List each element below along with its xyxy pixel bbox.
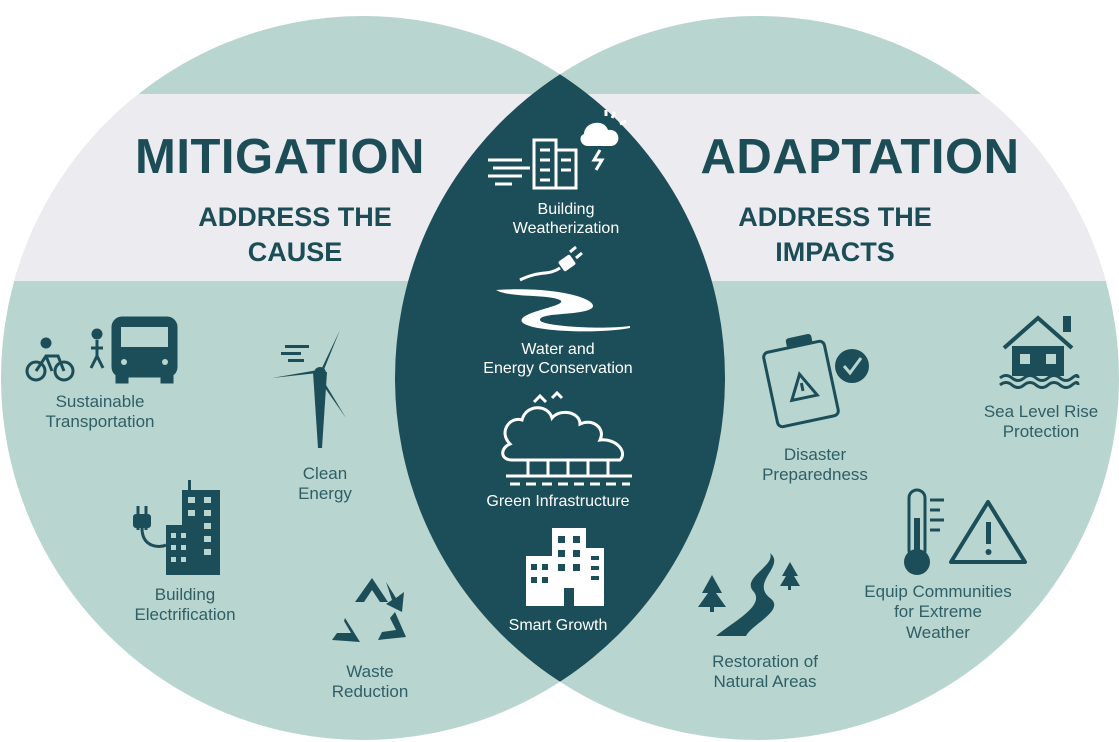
- label-line: Sea Level Rise: [983, 402, 1099, 421]
- river-trees-icon: [698, 553, 800, 636]
- label-line: Energy Conservation: [483, 360, 633, 378]
- label-building-electrification: Building Electrification: [110, 585, 260, 626]
- mitigation-title: MITIGATION: [135, 130, 425, 184]
- plug-building-icon: [133, 480, 220, 575]
- label-waste-reduction: Waste Reduction: [310, 662, 430, 703]
- label-line: Sustainable: [55, 392, 145, 411]
- label-line: Natural Areas: [713, 672, 817, 692]
- adaptation-subtitle-line1: ADDRESS THE: [738, 202, 932, 232]
- label-clean-energy: Clean Energy: [270, 464, 380, 505]
- label-line: Weather: [906, 622, 970, 642]
- mitigation-subtitle-line1: ADDRESS THE: [198, 202, 392, 232]
- label-line: Equip Communities: [864, 582, 1012, 601]
- label-line: Clean: [302, 464, 348, 483]
- label-line: Building: [537, 201, 595, 218]
- label-line: Building: [154, 585, 216, 604]
- label-line: Water and: [521, 341, 595, 358]
- flooded-house-icon: [999, 315, 1080, 389]
- bike-walk-bus-icon: [25, 316, 178, 384]
- city-buildings-icon: [526, 528, 604, 606]
- label-line: Electrification: [134, 605, 236, 625]
- label-line: Green Infrastructure: [486, 493, 630, 510]
- recycle-icon: [332, 578, 406, 642]
- label-green-infrastructure: Green Infrastructure: [458, 492, 658, 511]
- label-line: for Extreme: [894, 602, 982, 622]
- label-line: Preparedness: [762, 465, 868, 485]
- label-smart-growth: Smart Growth: [478, 616, 638, 635]
- trees-icon: [501, 390, 632, 486]
- adaptation-title: ADAPTATION: [700, 130, 1020, 184]
- thermometer-warning-icon: [904, 488, 1027, 575]
- label-sustainable-transportation: Sustainable Transportation: [10, 392, 190, 433]
- label-line: Protection: [1002, 422, 1080, 442]
- label-equip-communities: Equip Communities for Extreme Weather: [848, 582, 1028, 643]
- label-restoration-natural-areas: Restoration of Natural Areas: [690, 652, 840, 693]
- clipboard-warning-icon: [762, 333, 869, 429]
- mitigation-subtitle-line2: CAUSE: [247, 237, 343, 267]
- adaptation-subtitle-line2: IMPACTS: [775, 237, 895, 267]
- label-line: Transportation: [45, 412, 155, 432]
- river-plug-icon: [496, 245, 630, 332]
- wind-turbine-icon: [272, 330, 346, 448]
- label-line: Smart Growth: [508, 617, 608, 634]
- label-line: Restoration of: [712, 652, 818, 671]
- building-weather-icon: [488, 110, 627, 190]
- label-water-energy-conservation: Water and Energy Conservation: [458, 340, 658, 378]
- label-line: Energy: [298, 484, 352, 504]
- label-line: Waste: [346, 662, 394, 681]
- label-sea-level-rise-protection: Sea Level Rise Protection: [968, 402, 1114, 443]
- label-line: Weatherization: [512, 220, 620, 238]
- label-disaster-preparedness: Disaster Preparedness: [745, 445, 885, 486]
- label-line: Reduction: [331, 682, 409, 702]
- label-line: Disaster: [783, 445, 847, 464]
- label-building-weatherization: Building Weatherization: [486, 200, 646, 238]
